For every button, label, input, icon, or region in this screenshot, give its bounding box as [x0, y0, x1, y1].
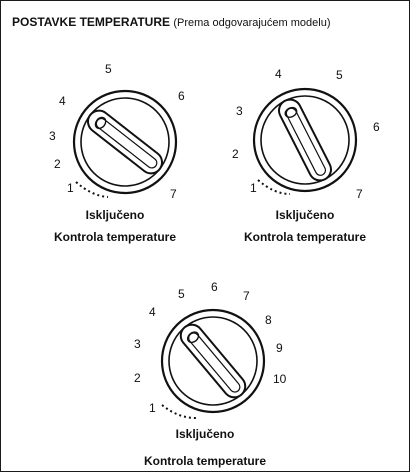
dial-1-label-2: 2 [54, 157, 61, 171]
dial-1-label-3: 3 [49, 129, 56, 143]
dial-1-label-6: 6 [178, 89, 185, 103]
dial-3-label-2: 2 [134, 371, 141, 385]
dial-3-label-9: 9 [276, 341, 283, 355]
dial-1-off-label: Isključeno [86, 208, 145, 222]
dial-3-off-label: Isključeno [176, 427, 235, 441]
dial-2-label-4: 4 [275, 67, 282, 81]
dial-2-label-6: 6 [373, 120, 380, 134]
dial-3-label-5: 5 [178, 287, 185, 301]
dial-3-label-4: 4 [149, 305, 156, 319]
temperature-dial-1: 1 2 3 4 5 6 7 Isključeno Kontrola temper… [49, 62, 185, 244]
dial-2-label-2: 2 [232, 147, 239, 161]
dial-3-label-7: 7 [243, 289, 250, 303]
dial-2-off-label: Isključeno [276, 208, 335, 222]
dial-3-caption: Kontrola temperature [144, 454, 266, 468]
dial-3-label-8: 8 [265, 313, 272, 327]
temperature-dial-3: 1 2 3 4 5 6 7 8 9 10 Isključeno Kontrola… [134, 280, 287, 468]
dial-2-label-7: 7 [356, 187, 363, 201]
dial-1-caption: Kontrola temperature [54, 230, 176, 244]
dial-3-label-10: 10 [273, 372, 287, 386]
dial-1-label-1: 1 [67, 181, 74, 195]
dial-2-label-5: 5 [336, 68, 343, 82]
dial-3-label-6: 6 [211, 280, 218, 294]
dial-2-label-1: 1 [250, 181, 257, 195]
dial-1-label-4: 4 [59, 94, 66, 108]
dial-1-label-5: 5 [105, 62, 112, 76]
dial-3-label-3: 3 [134, 337, 141, 351]
dial-1-off-dots [76, 182, 108, 197]
temperature-dial-2: 1 2 3 4 5 6 7 Isključeno Kontrola temper… [232, 67, 380, 244]
dial-3-label-1: 1 [149, 401, 156, 415]
dial-2-caption: Kontrola temperature [244, 230, 366, 244]
dial-2-label-3: 3 [236, 104, 243, 118]
dial-1-label-7: 7 [170, 187, 177, 201]
